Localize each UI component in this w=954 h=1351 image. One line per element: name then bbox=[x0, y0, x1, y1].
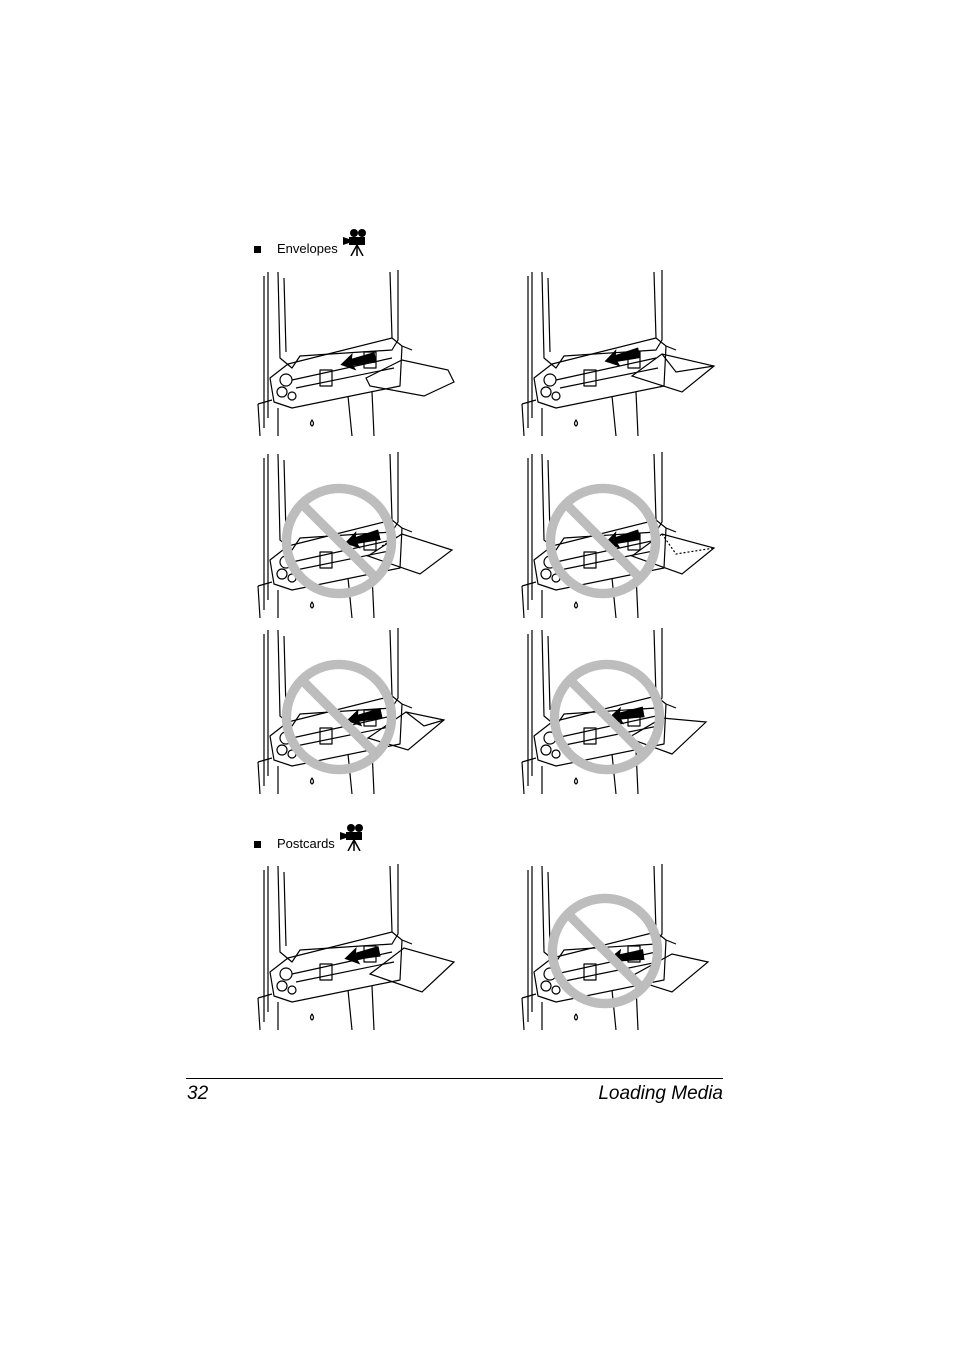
bullet-icon bbox=[254, 841, 261, 848]
figure-postcard bbox=[252, 862, 462, 1032]
bullet-icon bbox=[254, 246, 261, 253]
figure-envelope-flap-back bbox=[516, 268, 726, 438]
figure-envelope-flap-front-rotated bbox=[516, 626, 726, 796]
footer-title: Loading Media bbox=[598, 1083, 723, 1105]
footer-rule bbox=[186, 1078, 723, 1079]
figure-envelope-flap-side bbox=[252, 268, 462, 438]
video-camera-icon[interactable] bbox=[338, 823, 364, 851]
section-postcards: Postcards bbox=[254, 823, 364, 851]
section-label: Envelopes bbox=[277, 241, 338, 256]
page-number: 32 bbox=[187, 1083, 208, 1105]
section-envelopes: Envelopes bbox=[254, 228, 367, 256]
video-camera-icon[interactable] bbox=[341, 228, 367, 256]
figure-envelope-flap-front bbox=[252, 626, 462, 796]
figure-envelope-open-flap-back bbox=[516, 450, 726, 620]
section-label: Postcards bbox=[277, 836, 335, 851]
figure-postcard-skewed bbox=[516, 862, 726, 1032]
figure-envelope-open-flap-side bbox=[252, 450, 462, 620]
